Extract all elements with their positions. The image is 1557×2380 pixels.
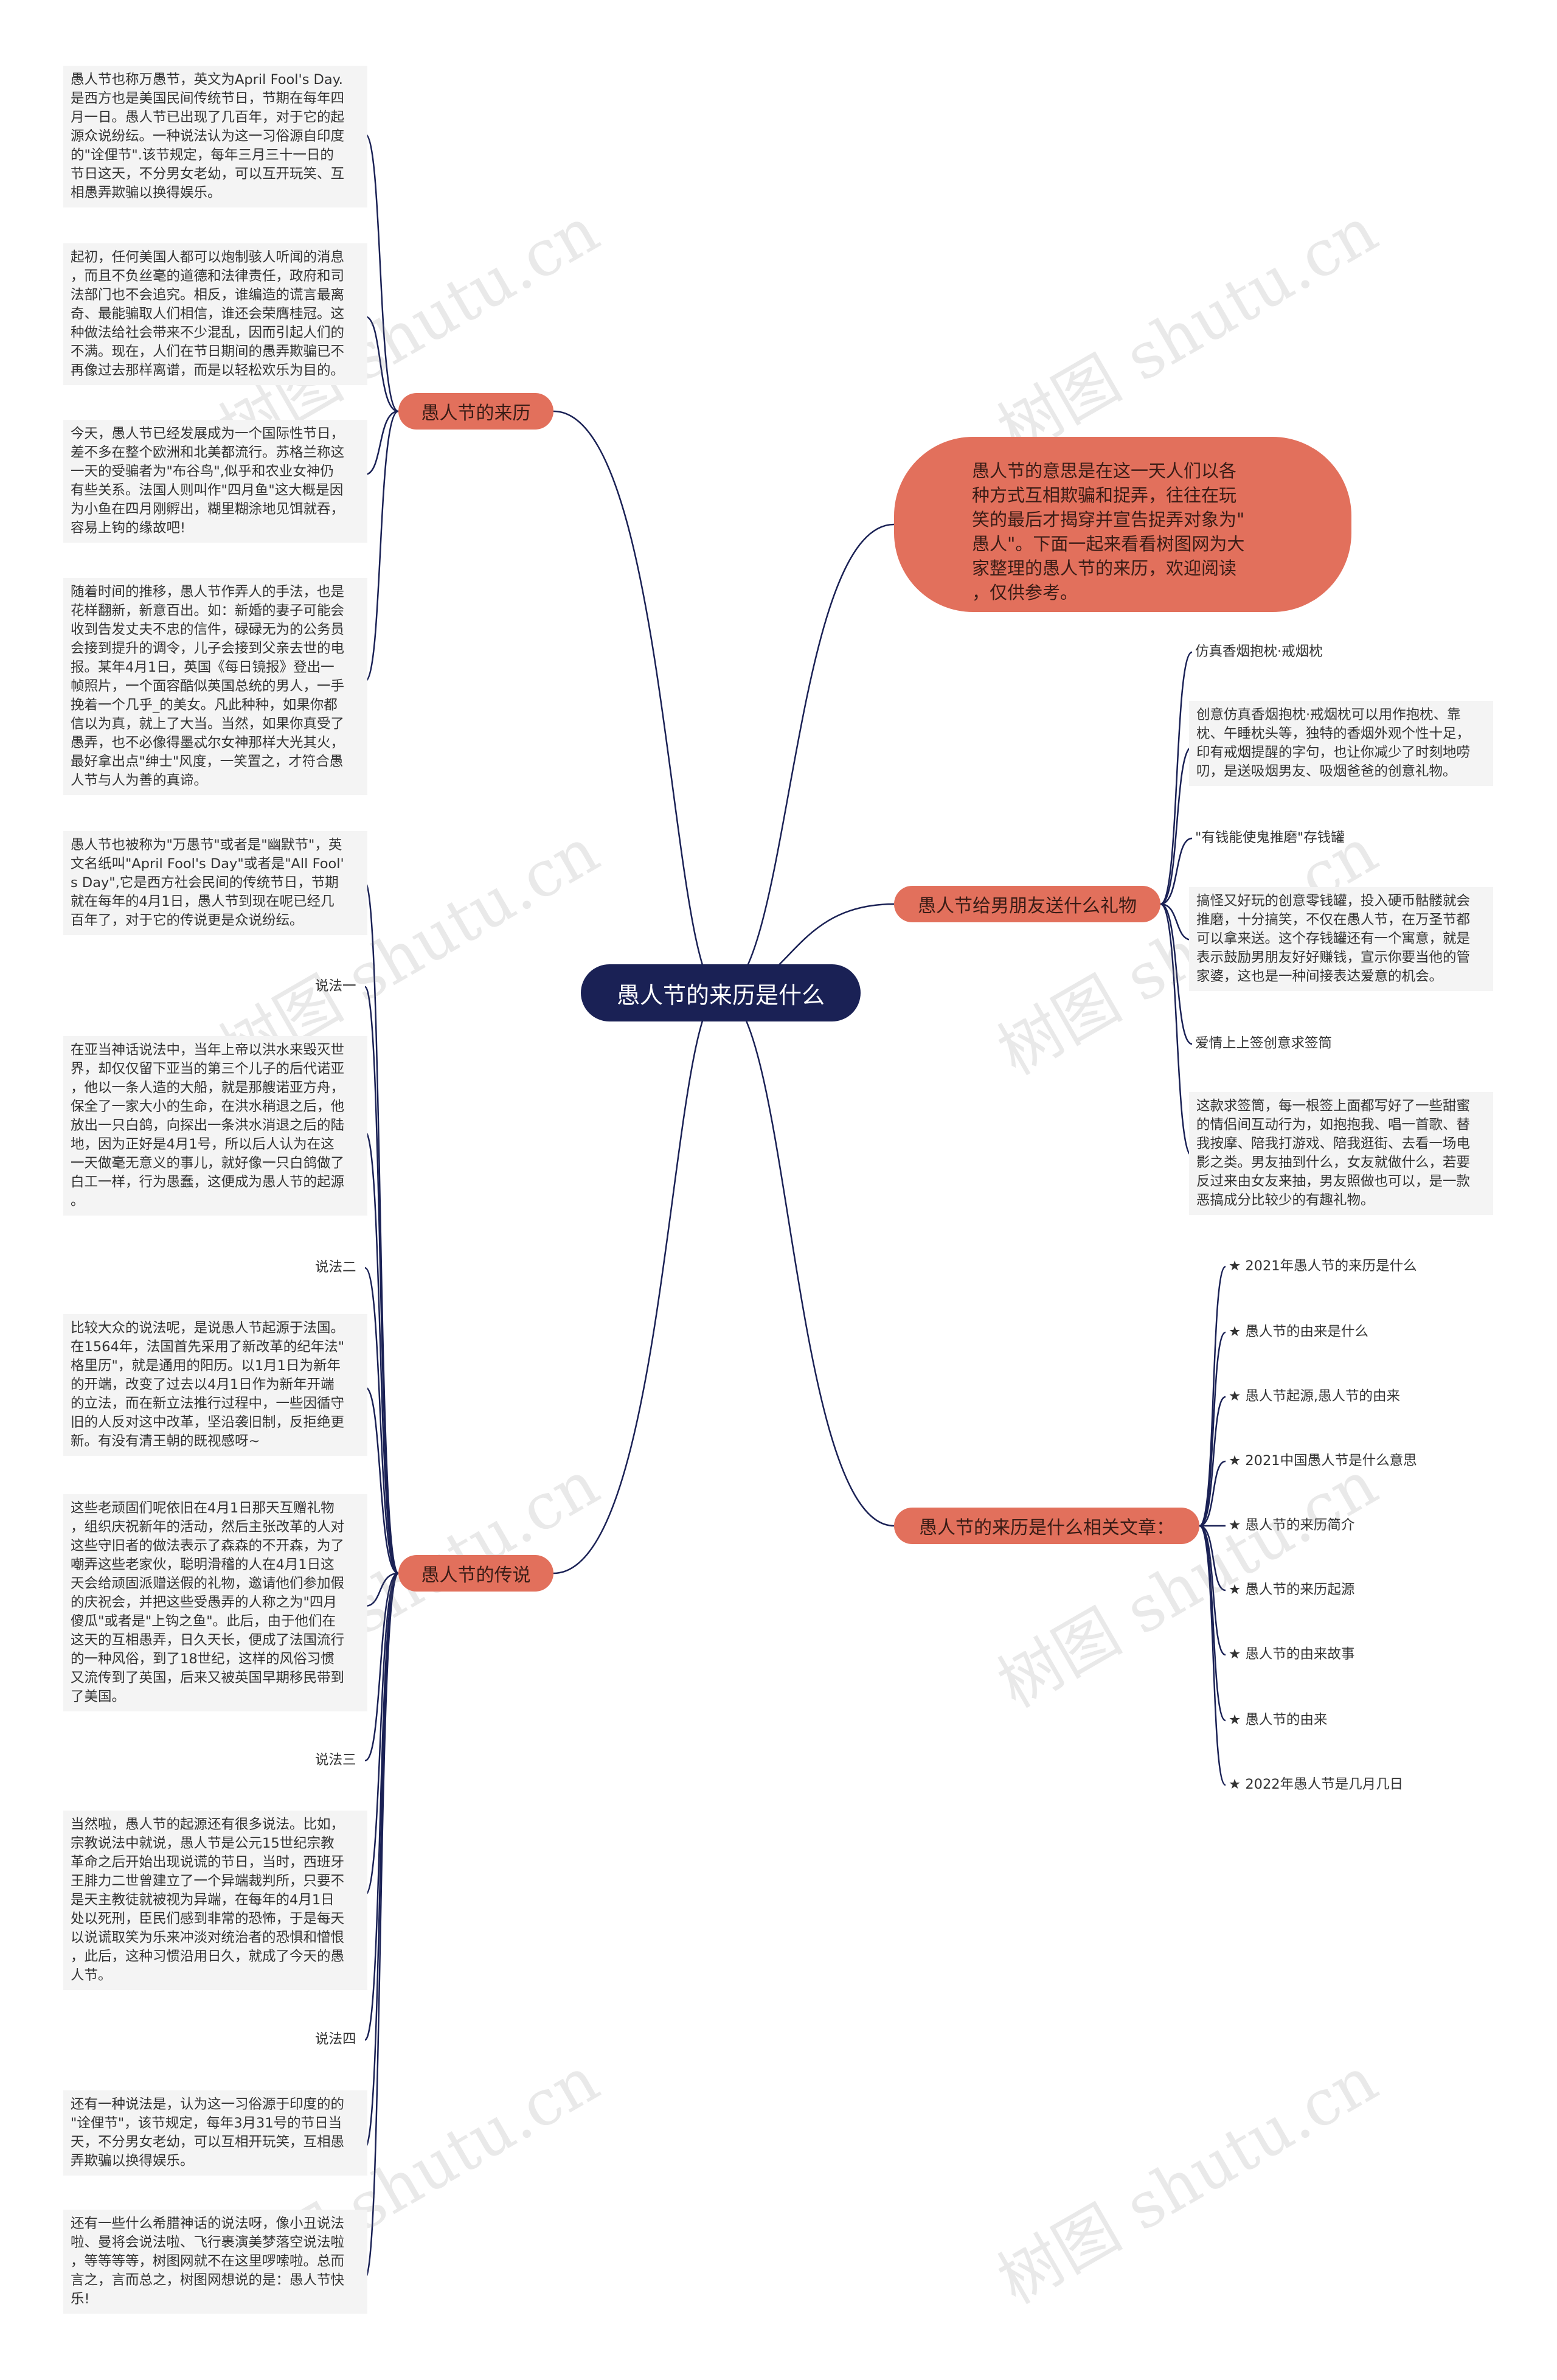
leaf-legend-intro: 愚人节也被称为"万愚节"或者是"幽默节"，英 文名纸叫"April Fool's… [63, 831, 367, 935]
leaf-origin-2: 起初，任何美国人都可以炮制骇人听闻的消息 ，而且不负丝毫的道德和法律责任，政府和… [63, 243, 367, 385]
leaf-legend-4b: 还有一些什么希腊神话的说法呀，像小丑说法 啦、曼将会说法啦、飞行裹演美梦落空说法… [63, 2210, 367, 2314]
leaf-legend-4a: 还有一种说法是，认为这一习俗源于印度的的 "诠俚节"，该节规定，每年3月31号的… [63, 2090, 367, 2176]
label-legend-1: 说法一 [315, 978, 356, 994]
label-legend-2: 说法二 [315, 1259, 356, 1275]
leaf-legend-1: 在亚当神话说法中，当年上帝以洪水来毁灭世 界，却仅仅留下亚当的第三个儿子的后代诺… [63, 1036, 367, 1216]
article-link[interactable]: ★ 愚人节的来历简介 [1229, 1517, 1355, 1533]
gift-leaf-2: 搞怪又好玩的创意零钱罐，投入硬币骷髅就会 推磨，十分搞笑，不仅在愚人节，在万圣节… [1189, 887, 1493, 991]
article-link[interactable]: ★ 2021中国愚人节是什么意思 [1229, 1453, 1417, 1469]
leaf-legend-3: 当然啦，愚人节的起源还有很多说法。比如， 宗教说法中就说，愚人节是公元15世纪宗… [63, 1811, 367, 1990]
leaf-legend-2b: 这些老顽固们呢依旧在4月1日那天互赠礼物 ，组织庆祝新年的活动，然后主张改革的人… [63, 1494, 367, 1711]
label-legend-3: 说法三 [315, 1752, 356, 1768]
article-link[interactable]: ★ 愚人节的由来故事 [1229, 1646, 1355, 1662]
leaf-legend-2a: 比较大众的说法呢，是说愚人节起源于法国。 在1564年，法国首先采用了新改革的纪… [63, 1314, 367, 1456]
branch-related-articles[interactable]: 愚人节的来历是什么相关文章： [894, 1508, 1199, 1544]
leaf-origin-3: 今天，愚人节已经发展成为一个国际性节日， 差不多在整个欧洲和北美都流行。苏格兰称… [63, 420, 367, 543]
article-link[interactable]: ★ 愚人节起源,愚人节的由来 [1229, 1388, 1400, 1404]
leaf-origin-1: 愚人节也称万愚节，英文为April Fool's Day. 是西方也是美国民间传… [63, 66, 367, 207]
intro-node[interactable]: 愚人节的意思是在这一天人们以各 种方式互相欺骗和捉弄，往往在玩 笑的最后才揭穿并… [894, 437, 1351, 612]
root-node[interactable]: 愚人节的来历是什么 [581, 964, 861, 1021]
article-link[interactable]: ★ 愚人节的由来是什么 [1229, 1324, 1368, 1340]
branch-origin[interactable]: 愚人节的来历 [398, 393, 553, 430]
branch-gifts[interactable]: 愚人节给男朋友送什么礼物 [894, 886, 1160, 922]
article-link[interactable]: ★ 愚人节的来历起源 [1229, 1582, 1355, 1598]
gift-leaf-1: 创意仿真香烟抱枕·戒烟枕可以用作抱枕、靠 枕、午睡枕头等，独特的香烟外观个性十足… [1189, 701, 1493, 786]
article-link[interactable]: ★ 2022年愚人节是几月几日 [1229, 1776, 1404, 1792]
gift-label-1: 仿真香烟抱枕·戒烟枕 [1195, 644, 1323, 659]
gift-label-2: "有钱能使鬼推磨"存钱罐 [1195, 830, 1345, 846]
branch-legend[interactable]: 愚人节的传说 [398, 1555, 553, 1592]
gift-label-3: 爱情上上签创意求签筒 [1195, 1035, 1333, 1051]
article-link[interactable]: ★ 愚人节的由来 [1229, 1712, 1328, 1728]
label-legend-4: 说法四 [315, 2031, 356, 2047]
leaf-origin-4: 随着时间的推移，愚人节作弄人的手法，也是 花样翻新，新意百出。如：新婚的妻子可能… [63, 578, 367, 795]
article-link[interactable]: ★ 2021年愚人节的来历是什么 [1229, 1258, 1417, 1274]
gift-leaf-3: 这款求签筒，每一根签上面都写好了一些甜蜜 的情侣间互动行为，如抱抱我、唱一首歌、… [1189, 1092, 1493, 1215]
